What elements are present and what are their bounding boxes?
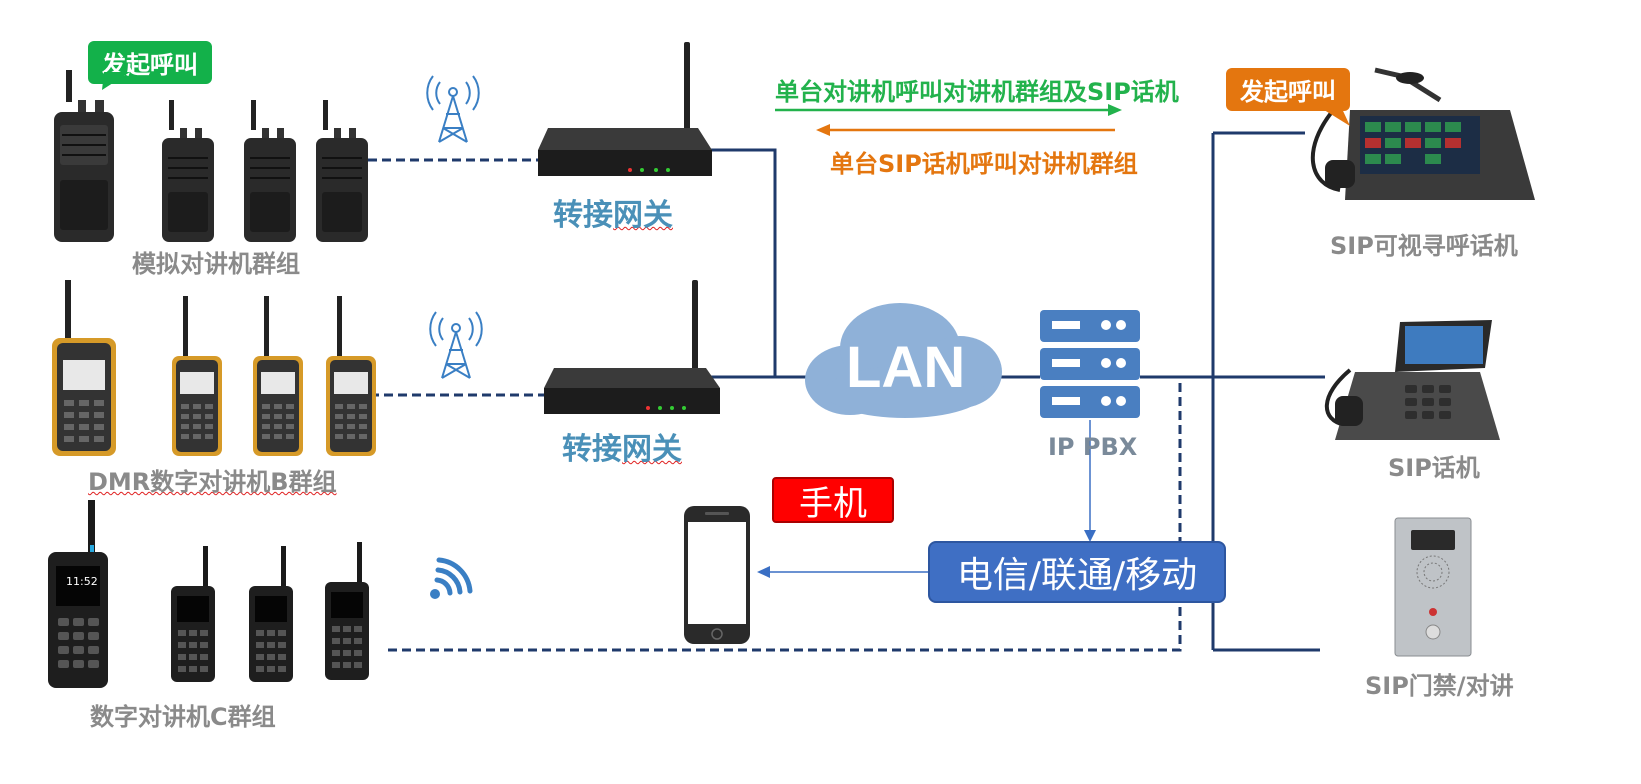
gateway1-to-lan-link [700,148,830,379]
carrier-network-box: 电信/联通/移动 [928,541,1226,603]
callout-pointer-right [1308,100,1350,126]
dmr-radio-small-2 [253,296,303,456]
sip-phone-label: SIP话机 [1388,454,1480,482]
radio-tower-icon-2 [429,311,483,379]
wireless-signal-icon [430,557,473,599]
analog-radio-small-1 [162,100,214,242]
dmr-radio-small-1 [172,296,222,456]
digital-c-to-pbx-link [388,377,1182,652]
pbx-to-carrier-arrowhead [1084,530,1096,542]
gateway-device-2 [544,280,720,414]
mobile-phone-tag: 手机 [772,477,894,524]
digital-c-radio-small-1 [171,546,215,682]
digital-c-group-label: 数字对讲机C群组 [90,703,276,731]
carrier-to-phone-arrowhead [757,566,770,578]
radio-tower-icon-1 [426,75,480,143]
green-arrowhead [1108,104,1122,116]
gateway-2-label: 转接网关 [562,432,682,467]
dmr-radio-large [52,280,116,456]
gateway-1-label: 转接网关 [553,198,673,233]
digital-c-radio-small-2 [249,546,293,682]
digital-c-radio-large: 11:52 [48,500,108,688]
analog-radio-large [54,70,114,242]
analog-group-label: 模拟对讲机群组 [132,250,300,278]
callout-pointer-left [102,72,130,90]
sip-door-label: SIP门禁/对讲 [1365,672,1514,700]
gateway-device-1 [538,42,712,176]
svg-text:11:52: 11:52 [66,575,98,588]
sip-video-phone-label: SIP可视寻呼话机 [1330,232,1518,260]
sip-video-phone-device [1310,67,1535,200]
analog-radio-small-2 [244,100,296,242]
green-arrow-label: 单台对讲机呼叫对讲机群组及SIP话机 [775,78,1179,106]
lan-label: LAN [846,335,966,400]
lan-cloud-icon [805,303,1002,418]
mobile-phone-icon [684,506,750,644]
sip-phone-device [1324,320,1500,440]
sip-door-intercom-device [1394,517,1472,657]
orange-arrow-label: 单台SIP话机呼叫对讲机群组 [830,150,1138,178]
digital-c-radio-small-3 [325,542,369,680]
orange-arrowhead [816,124,830,136]
pbx-label: IP PBX [1048,433,1138,461]
dmr-radio-small-3 [326,296,376,456]
dmr-group-label: DMR数字对讲机B群组 [88,468,337,496]
pbx-server-icon [1040,310,1140,418]
analog-radio-small-3 [316,100,368,242]
